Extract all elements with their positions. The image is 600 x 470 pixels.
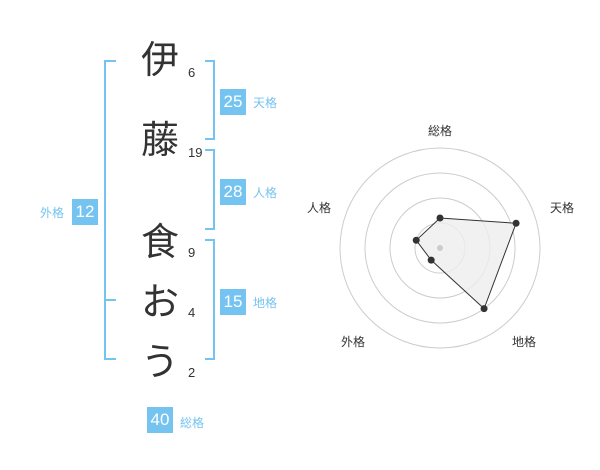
radar-point-0 bbox=[436, 214, 444, 222]
stroke-count-5: 2 bbox=[188, 365, 196, 380]
radar-point-3 bbox=[427, 256, 435, 264]
chikaku-label: 地格 bbox=[253, 296, 278, 310]
name-char-2: 藤 bbox=[140, 118, 179, 162]
gaikaku-badge: 12 bbox=[72, 199, 98, 225]
jinkaku-bracket bbox=[205, 149, 215, 230]
name-char-4: お bbox=[140, 280, 179, 324]
radar-ring bbox=[339, 147, 541, 349]
jinkaku-label: 人格 bbox=[253, 186, 278, 200]
radar-point-2 bbox=[480, 305, 488, 313]
stroke-count-1: 6 bbox=[188, 65, 196, 80]
outer-bracket bbox=[104, 60, 116, 360]
radar-ring bbox=[364, 172, 516, 324]
radar-label-soukaku: 総格 bbox=[428, 124, 453, 138]
radar-label-jinkaku: 人格 bbox=[307, 201, 332, 215]
chikaku-badge: 15 bbox=[220, 289, 246, 315]
tenkaku-label: 天格 bbox=[253, 96, 278, 110]
radar-points bbox=[412, 214, 520, 313]
radar-point-1 bbox=[512, 219, 520, 227]
radar-label-tenkaku: 天格 bbox=[550, 201, 575, 215]
radar-center-dot bbox=[437, 245, 443, 251]
name-char-1: 伊 bbox=[140, 38, 179, 82]
jinkaku-badge: 28 bbox=[220, 179, 246, 205]
name-char-3: 食 bbox=[140, 220, 179, 264]
chikaku-bracket bbox=[205, 239, 215, 360]
stroke-count-2: 19 bbox=[188, 145, 203, 160]
soukaku-label: 総格 bbox=[180, 416, 205, 430]
soukaku-badge: 40 bbox=[147, 407, 173, 433]
stroke-count-3: 9 bbox=[188, 245, 196, 260]
radar-polygon bbox=[415, 217, 517, 310]
radar-point-4 bbox=[412, 236, 420, 244]
tenkaku-bracket bbox=[205, 60, 215, 140]
stroke-count-4: 4 bbox=[188, 305, 196, 320]
tenkaku-badge: 25 bbox=[220, 89, 246, 115]
gaikaku-label: 外格 bbox=[40, 206, 65, 220]
radar-label-chikaku: 地格 bbox=[512, 335, 537, 349]
name-char-5: う bbox=[140, 340, 179, 384]
radar-label-gaikaku: 外格 bbox=[341, 335, 366, 349]
